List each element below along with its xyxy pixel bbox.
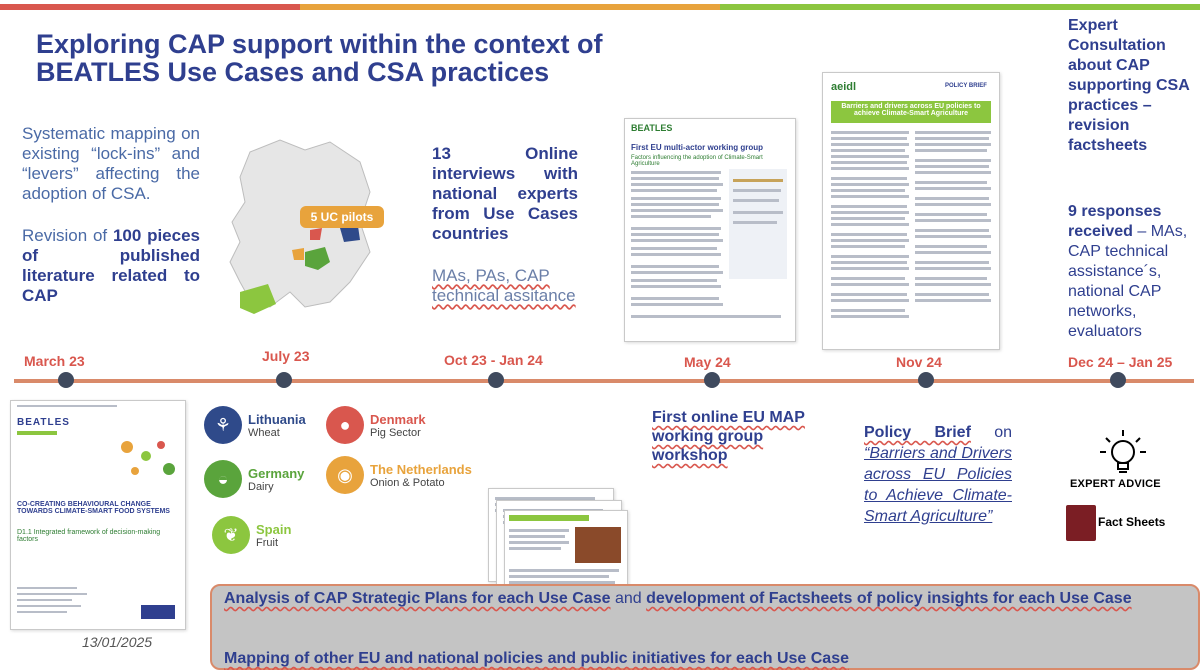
nov-doc-brand: aeidl bbox=[831, 81, 857, 93]
date-oct-23-jan-24: Oct 23 - Jan 24 bbox=[444, 352, 543, 368]
map-region-germany bbox=[305, 247, 330, 270]
onion-icon: ◉ bbox=[326, 456, 364, 494]
nov-brief-title: “Barriers and Drivers across EU Policies… bbox=[864, 445, 1012, 525]
timeline-dot-may bbox=[704, 372, 720, 388]
date-march-23: March 23 bbox=[24, 353, 85, 369]
nov-brief-on: on bbox=[970, 424, 1012, 441]
title-line-1: Exploring CAP support within the context… bbox=[36, 29, 603, 59]
nov-doc-badge: POLICY BRIEF bbox=[945, 83, 987, 89]
map-region-denmark bbox=[310, 228, 322, 240]
use-case-netherlands: ◉ The Netherlands Onion & Potato bbox=[326, 456, 472, 494]
timeline-dot-dec bbox=[1110, 372, 1126, 388]
march-document: BEATLES CO-CREATING BEHAVIOURAL CHANGE T… bbox=[10, 400, 186, 630]
dec-text-2-bold: 9 responses received bbox=[1068, 203, 1162, 240]
bottom-banner bbox=[210, 584, 1200, 670]
use-case-name: Spain bbox=[256, 521, 292, 537]
expert-advice-label: EXPERT ADVICE bbox=[1070, 478, 1161, 490]
nov-brief-text: Policy Brief on “Barriers and Drivers ac… bbox=[864, 422, 1012, 527]
march-doc-brand: BEATLES bbox=[17, 417, 70, 428]
date-may-24: May 24 bbox=[684, 354, 731, 370]
use-case-sector: Fruit bbox=[256, 536, 278, 549]
nov-document: aeidl POLICY BRIEF Barriers and drivers … bbox=[822, 72, 1000, 350]
use-case-denmark: ● Denmark Pig Sector bbox=[326, 406, 426, 444]
banner-line-1-mid: and bbox=[610, 590, 647, 607]
use-case-lithuania: ⚘ Lithuania Wheat bbox=[204, 406, 306, 444]
factsheets-label: Fact Sheets bbox=[1098, 515, 1166, 529]
dec-text-2-rest: – MAs, CAP technical assistance´s, natio… bbox=[1068, 223, 1188, 340]
factsheet-icon bbox=[1066, 505, 1096, 541]
march-text-2-pre: Revision of bbox=[22, 226, 113, 245]
may-document: BEATLES First EU multi-actor working gro… bbox=[624, 118, 796, 342]
use-case-name: Denmark bbox=[370, 411, 426, 427]
dec-text-1: Expert Consultation about CAP supporting… bbox=[1068, 17, 1190, 154]
pig-icon: ● bbox=[326, 406, 364, 444]
use-case-sector: Onion & Potato bbox=[370, 476, 445, 489]
europe-map bbox=[229, 139, 371, 314]
map-region-lithuania bbox=[340, 226, 360, 242]
apple-icon: ❦ bbox=[212, 516, 250, 554]
may-doc-brand: BEATLES bbox=[631, 123, 673, 133]
date-july-23: July 23 bbox=[262, 348, 310, 364]
cow-icon: ◒ bbox=[204, 460, 242, 498]
use-case-sector: Pig Sector bbox=[370, 426, 421, 439]
march-doc-title: CO-CREATING BEHAVIOURAL CHANGE TOWARDS C… bbox=[17, 501, 170, 515]
oct-text-2-inner: MAs, PAs, CAP technical assitance bbox=[432, 266, 576, 305]
timeline-dot-july bbox=[276, 372, 292, 388]
oct-text-1: 13 Online interviews with national exper… bbox=[432, 144, 578, 243]
oct-text-2: MAs, PAs, CAP technical assitance bbox=[432, 266, 578, 306]
lightbulb-icon bbox=[1100, 430, 1146, 473]
use-case-name: Germany bbox=[248, 465, 305, 481]
march-text-2-bold: 100 pieces of published literature relat… bbox=[22, 226, 201, 305]
use-case-sector: Wheat bbox=[248, 426, 280, 439]
may-workshop-inner: First online EU MAP working group worksh… bbox=[652, 409, 805, 464]
nov-doc-title: Barriers and drivers across EU policies … bbox=[841, 103, 981, 117]
title-line-2: BEATLES Use Cases and CSA practices bbox=[36, 57, 550, 87]
timeline-dot-oct bbox=[488, 372, 504, 388]
use-case-name: Lithuania bbox=[248, 411, 306, 427]
timeline-line bbox=[14, 379, 1194, 383]
map-region-netherlands bbox=[292, 248, 304, 260]
use-case-name: The Netherlands bbox=[370, 461, 472, 477]
map-badge-label: 5 UC pilots bbox=[310, 210, 374, 224]
wheat-icon: ⚘ bbox=[204, 406, 242, 444]
banner-line-1-bold1: Analysis of CAP Strategic Plans for each… bbox=[224, 590, 611, 607]
banner-line-1: Analysis of CAP Strategic Plans for each… bbox=[224, 589, 1194, 609]
use-case-spain: ❦ Spain Fruit bbox=[212, 516, 291, 554]
date-dec-24-jan-25: Dec 24 – Jan 25 bbox=[1068, 354, 1173, 370]
banner-line-2: Mapping of other EU and national policie… bbox=[224, 650, 1194, 668]
map-badge: 5 UC pilots bbox=[300, 206, 384, 228]
dec-text-2: 9 responses received – MAs, CAP technica… bbox=[1068, 202, 1194, 342]
march-text-1: Systematic mapping on existing “lock-ins… bbox=[22, 124, 200, 203]
footer-date: 13/01/2025 bbox=[82, 634, 153, 650]
use-case-sector: Dairy bbox=[248, 480, 274, 493]
top-color-bar bbox=[0, 0, 1200, 12]
timeline-dot-march bbox=[58, 372, 74, 388]
nov-brief-pre: Policy Brief bbox=[864, 424, 971, 441]
march-doc-dots bbox=[111, 437, 181, 487]
may-workshop-text: First online EU MAP working group worksh… bbox=[652, 408, 812, 465]
use-case-germany: ◒ Germany Dairy bbox=[204, 460, 304, 498]
march-doc-sub: D1.1 Integrated framework of decision-ma… bbox=[17, 529, 161, 543]
page-title: Exploring CAP support within the context… bbox=[36, 30, 716, 86]
date-nov-24: Nov 24 bbox=[896, 354, 942, 370]
timeline-dot-nov bbox=[918, 372, 934, 388]
may-doc-header: First EU multi-actor working group bbox=[631, 143, 764, 152]
map-region-spain bbox=[240, 284, 276, 314]
may-doc-sub: Factors influencing the adoption of Clim… bbox=[631, 155, 763, 167]
banner-line-2-inner: Mapping of other EU and national policie… bbox=[224, 650, 849, 667]
march-text-2: Revision of 100 pieces of published lite… bbox=[22, 226, 200, 306]
banner-line-1-bold2: development of Factsheets of policy insi… bbox=[646, 590, 1132, 607]
